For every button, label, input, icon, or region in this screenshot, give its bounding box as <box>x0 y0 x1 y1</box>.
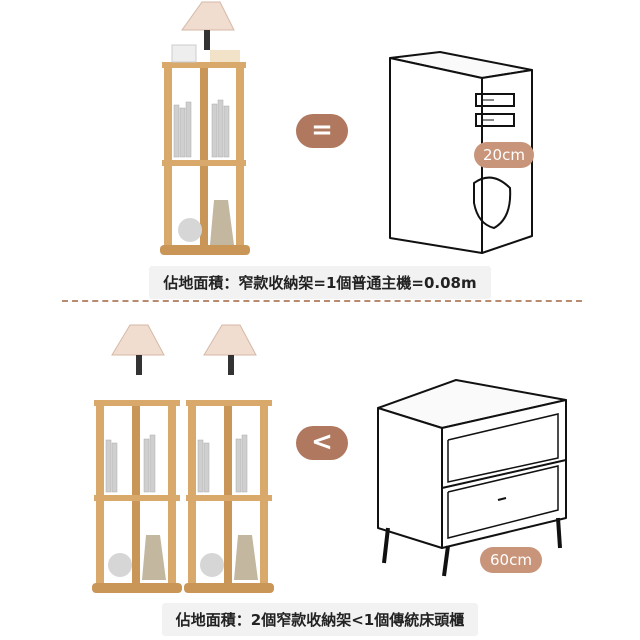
less-than-badge: < <box>296 426 348 460</box>
bottom-section: < 60cm 佔地面積：2個窄款收納架<1個傳統床頭櫃 <box>0 310 640 640</box>
bottom-caption: 佔地面積：2個窄款收納架<1個傳統床頭櫃 <box>0 603 640 636</box>
section-divider <box>62 300 582 302</box>
bottom-caption-text: 佔地面積：2個窄款收納架<1個傳統床頭櫃 <box>161 603 479 636</box>
narrow-shelf-image <box>160 1 250 255</box>
two-shelves-image <box>92 324 274 593</box>
top-caption-text: 佔地面積：窄款收納架=1個普通主機=0.08m <box>149 266 491 299</box>
size-label-20cm: 20cm <box>474 142 534 168</box>
pc-tower-image <box>389 51 533 254</box>
equals-badge: = <box>296 114 348 148</box>
size-label-60cm: 60cm <box>480 547 542 573</box>
nightstand-image <box>377 379 567 577</box>
top-caption: 佔地面積：窄款收納架=1個普通主機=0.08m <box>0 266 640 299</box>
top-section: = 20cm 佔地面積：窄款收納架=1個普通主機=0.08m <box>0 0 640 300</box>
